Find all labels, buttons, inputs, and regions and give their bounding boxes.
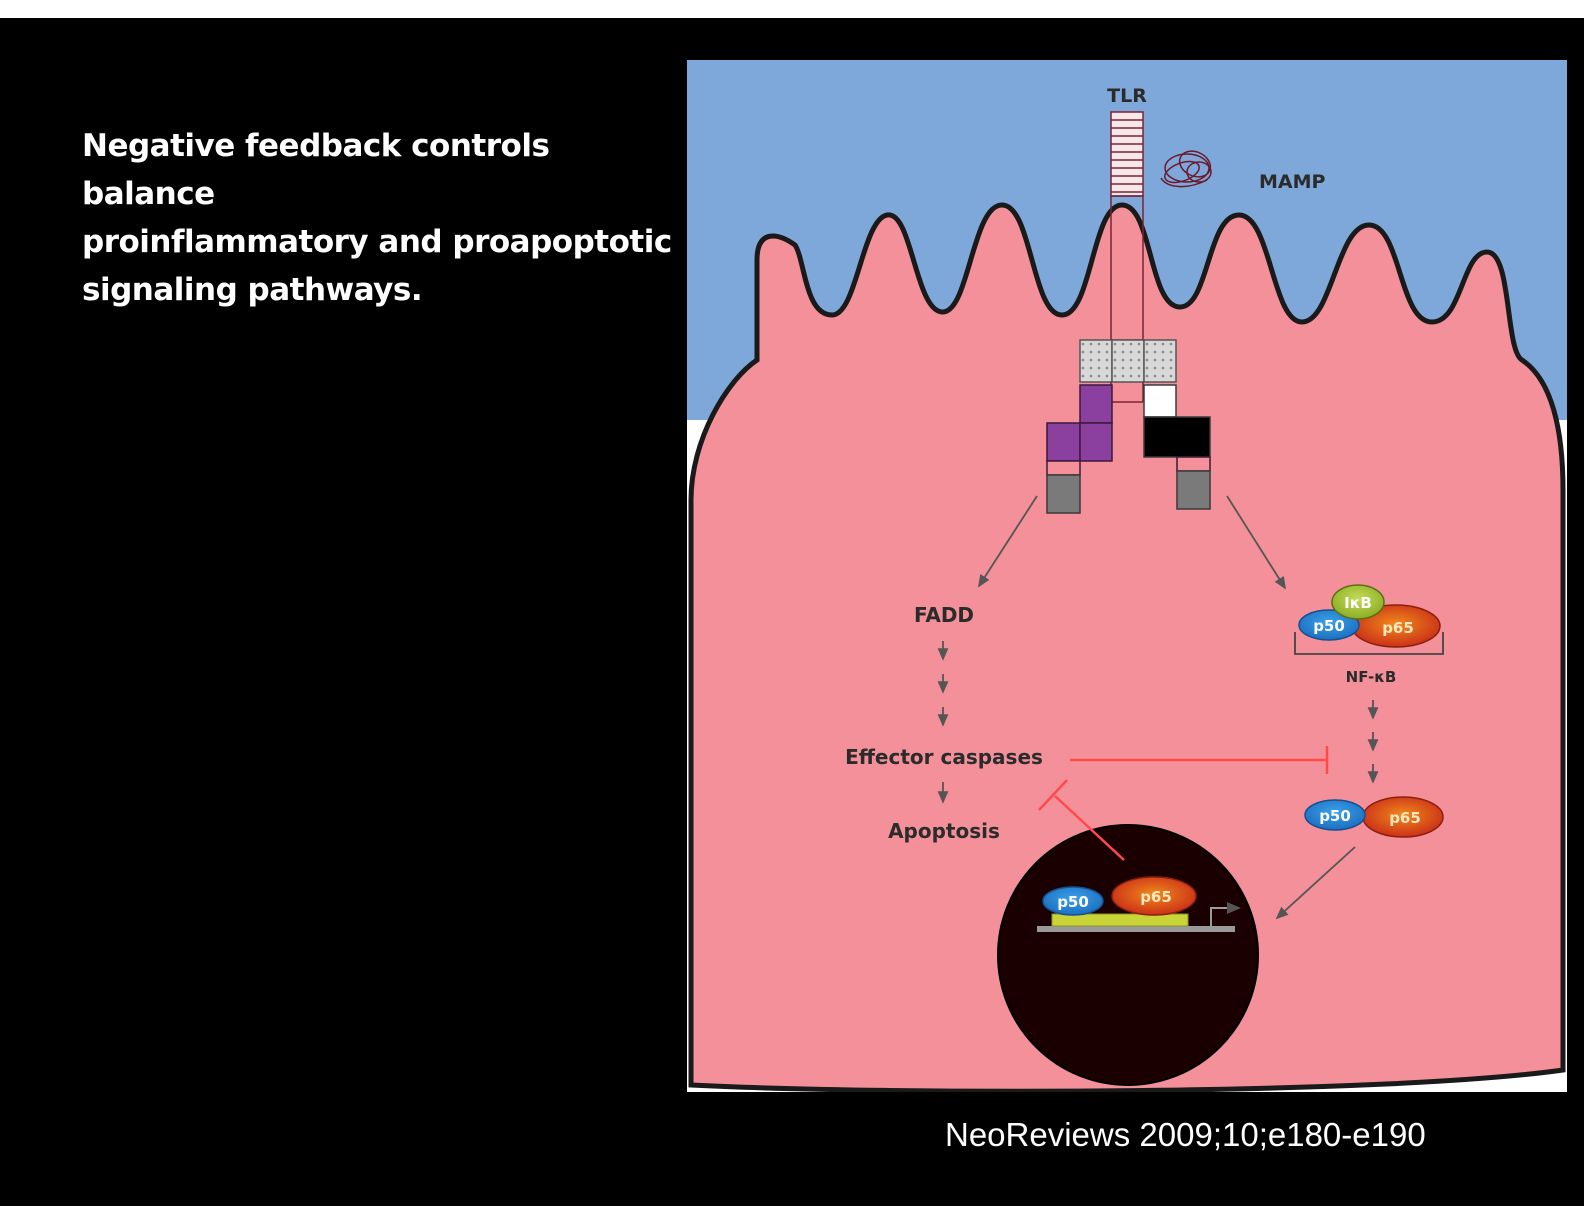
nfkb-inhibits-apoptosis <box>1038 779 1125 861</box>
nfkb-bracket <box>1294 632 1444 655</box>
ikb-label: IκB <box>1344 594 1372 612</box>
p50-label: p50 <box>1057 893 1089 911</box>
right-adaptor-complex <box>1143 384 1211 510</box>
ikb-protein <box>1331 584 1385 620</box>
nfkb-label: NF-κB <box>1346 668 1397 686</box>
p65-protein <box>1111 876 1197 916</box>
citation: NeoReviews 2009;10;e180-e190 <box>945 1116 1426 1153</box>
p50-label: p50 <box>1313 617 1345 635</box>
cell-membrane <box>688 202 1566 1092</box>
p50-protein <box>1042 886 1104 916</box>
signaling-diagram: TLR MAMP <box>687 60 1567 1092</box>
fadd-label: FADD <box>914 603 974 627</box>
effector-caspases-label: Effector caspases <box>845 745 1043 769</box>
mamp-label: MAMP <box>1259 171 1326 193</box>
p50-label: p50 <box>1319 807 1351 825</box>
apoptosis-label: Apoptosis <box>888 819 1000 843</box>
nucleus <box>997 824 1259 1086</box>
arrow-to-nfkb <box>1226 495 1286 590</box>
mamp-molecule <box>1160 150 1212 188</box>
left-adaptor-complex <box>1046 384 1113 514</box>
dna-binding-site: p50 p65 <box>1037 876 1241 932</box>
arrow-to-fadd <box>978 495 1038 588</box>
p50-protein <box>1298 609 1360 641</box>
tlr-label: TLR <box>1107 85 1147 107</box>
tlr-receptor <box>1110 111 1144 341</box>
p65-label: p65 <box>1140 888 1172 906</box>
p65-label: p65 <box>1389 809 1421 827</box>
nfkb-ikb-complex: IκB p50 p65 <box>1294 584 1444 655</box>
nfkb-dimer: p50 p65 <box>1304 796 1444 838</box>
arrow-to-nucleus <box>1275 846 1356 920</box>
tir-domain <box>1079 339 1177 403</box>
slide: Negative feedback controls balance proin… <box>0 18 1584 1206</box>
slide-title: Negative feedback controls balance proin… <box>82 128 672 308</box>
p50-protein <box>1304 799 1366 831</box>
p65-label: p65 <box>1382 619 1414 637</box>
caspase-inhibits-nfkb <box>1070 746 1329 774</box>
